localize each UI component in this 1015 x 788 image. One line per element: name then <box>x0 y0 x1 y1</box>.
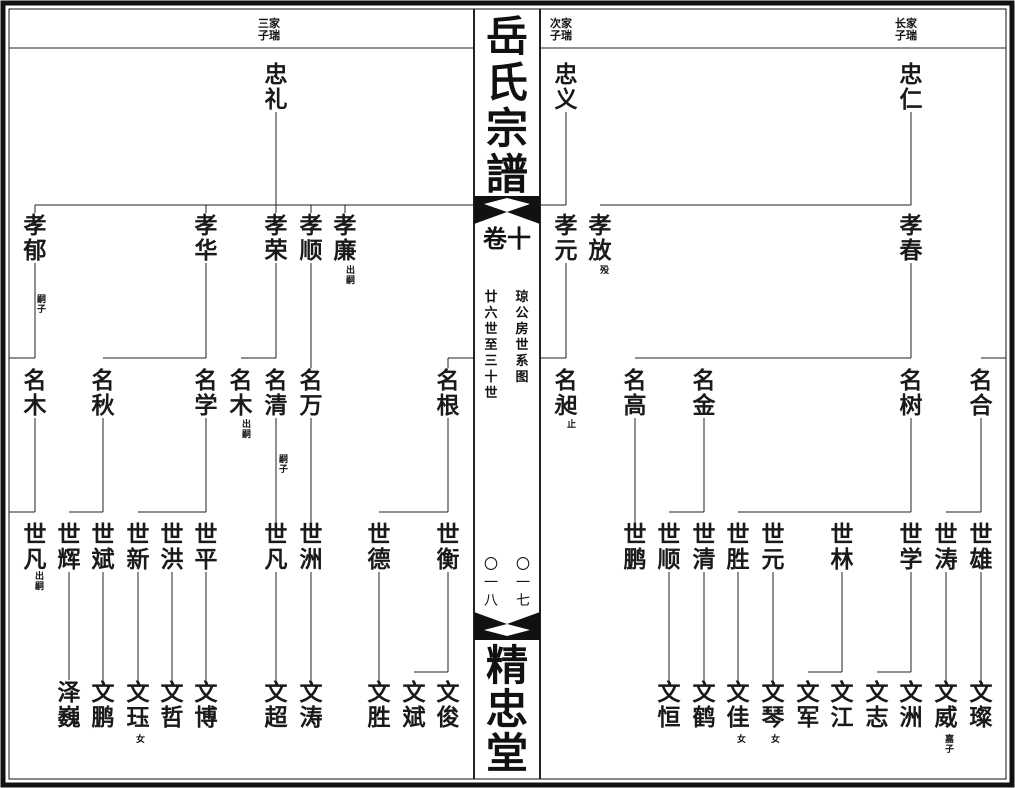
person-minggao: 名高 <box>623 367 647 419</box>
note-xiaolian: 出嗣 <box>345 266 355 286</box>
person-wenjiang: 文江 <box>830 679 854 731</box>
person-xiaoyuan: 孝元 <box>554 212 578 264</box>
person-mingxue: 名学 <box>194 367 218 419</box>
person-zhongyi: 忠义 <box>554 61 578 113</box>
person-mingqing: 名清 <box>264 367 288 419</box>
person-shiping: 世平 <box>194 521 218 573</box>
spine-ornament-top-inner <box>484 198 530 212</box>
person-shixin: 世新 <box>126 521 150 573</box>
person-wenjia: 文佳 <box>726 679 750 731</box>
person-shiheng: 世衡 <box>436 521 460 573</box>
person-xiaochun: 孝春 <box>899 212 923 264</box>
person-shifan2: 世凡 <box>264 521 288 573</box>
person-shipeng: 世鹏 <box>623 521 647 573</box>
person-wencan: 文璨 <box>969 679 993 731</box>
note-mingmu2: 出嗣 <box>241 420 251 440</box>
person-shihong: 世洪 <box>160 521 184 573</box>
person-shiqing: 世清 <box>692 521 716 573</box>
person-shibin: 世斌 <box>91 521 115 573</box>
person-shihui: 世辉 <box>57 521 81 573</box>
person-shixue: 世学 <box>899 521 923 573</box>
person-wenjun: 文俊 <box>436 679 460 731</box>
note-xiaoyu: 嗣子 <box>36 295 46 315</box>
person-zhongren: 忠仁 <box>899 61 923 113</box>
person-xiaolian: 孝廉 <box>333 212 357 264</box>
person-shizhou: 世洲 <box>299 521 323 573</box>
person-zhongli: 忠礼 <box>264 61 288 113</box>
person-shifan1: 世凡 <box>23 521 47 573</box>
person-mingmu2: 名木 <box>229 367 253 419</box>
person-wenzhe: 文哲 <box>160 679 184 731</box>
volume-label: 卷十 <box>483 224 531 253</box>
page-number-right: 〇一七 <box>516 557 530 609</box>
spine-ornament-bottom-inner <box>484 624 530 636</box>
branch-title: 琼公房世系图 <box>515 290 529 385</box>
person-wenqin: 文琴 <box>761 679 785 731</box>
person-wenzhou: 文洲 <box>899 679 923 731</box>
note-wenyu: 女 <box>135 735 145 745</box>
person-xiaoshun: 孝顺 <box>299 212 323 264</box>
person-xiaohua: 孝华 <box>194 212 218 264</box>
note-wenwei: 嘉子 <box>944 735 954 755</box>
person-shiyuan: 世元 <box>761 521 785 573</box>
person-wenbo: 文博 <box>194 679 218 731</box>
person-mingmu1: 名木 <box>23 367 47 419</box>
person-wentao: 文涛 <box>299 679 323 731</box>
person-wenheng: 文恒 <box>657 679 681 731</box>
branch-header-third: 三家子瑞 <box>258 17 280 42</box>
person-xiaorong: 孝荣 <box>264 212 288 264</box>
person-wenpeng: 文鹏 <box>91 679 115 731</box>
generation-range: 廿六世至三十世 <box>484 290 498 401</box>
note-mingqing: 嗣子 <box>278 455 288 475</box>
person-wenchao: 文超 <box>264 679 288 731</box>
inner-frame <box>8 8 1007 780</box>
person-shilin: 世林 <box>830 521 854 573</box>
branch-header-second: 次家子瑞 <box>550 17 572 42</box>
note-wenqin: 女 <box>770 735 780 745</box>
note-mingzhao: 止 <box>566 420 576 430</box>
person-shide: 世德 <box>367 521 391 573</box>
person-minghe: 名合 <box>969 367 993 419</box>
person-shisheng: 世胜 <box>726 521 750 573</box>
note-wenjia: 女 <box>736 735 746 745</box>
person-wenhe: 文鹤 <box>692 679 716 731</box>
person-wenyu: 文珏 <box>126 679 150 731</box>
branch-header-eldest: 长家子瑞 <box>895 17 917 42</box>
person-mingjin: 名金 <box>692 367 716 419</box>
person-zewei: 泽巍 <box>57 679 81 731</box>
person-mingshu: 名树 <box>899 367 923 419</box>
person-wenbin: 文斌 <box>402 679 426 731</box>
person-wensheng: 文胜 <box>367 679 391 731</box>
person-mingzhao: 名昶 <box>554 367 578 419</box>
person-shishun: 世顺 <box>657 521 681 573</box>
person-xiaoyu: 孝郁 <box>23 212 47 264</box>
hall-name: 精忠堂 <box>485 641 528 778</box>
page-number-left: 〇一八 <box>484 557 498 609</box>
note-shifan1: 出嗣 <box>34 572 44 592</box>
person-wenzhi: 文志 <box>865 679 889 731</box>
person-shixiong: 世雄 <box>969 521 993 573</box>
person-wenwei: 文威 <box>934 679 958 731</box>
person-mingqiu: 名秋 <box>91 367 115 419</box>
person-minggen: 名根 <box>436 367 460 419</box>
person-xiaofang: 孝放 <box>588 212 612 264</box>
note-xiaofang: 殁 <box>599 266 609 276</box>
person-wenjun2: 文军 <box>796 679 820 731</box>
person-mingwan: 名万 <box>299 367 323 419</box>
person-shitao: 世涛 <box>934 521 958 573</box>
spine-title: 岳氏宗譜 <box>485 12 528 199</box>
